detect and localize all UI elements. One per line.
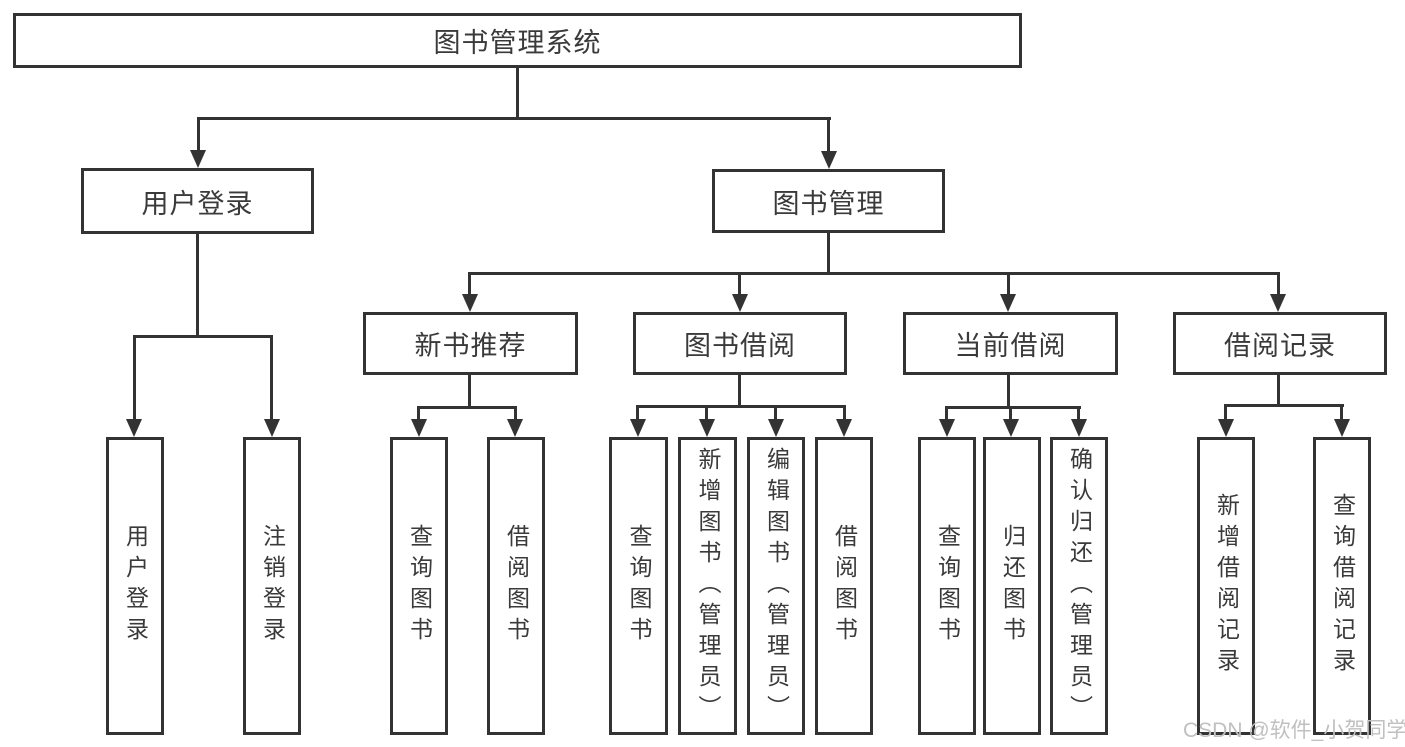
arrow-down-icon bbox=[1003, 419, 1019, 437]
arrow-down-icon bbox=[699, 419, 715, 437]
connector-drop-leaf bbox=[514, 406, 517, 421]
node-label: 查询借阅记录 bbox=[1329, 493, 1356, 679]
connector-book-borrowing-stem bbox=[738, 375, 741, 408]
node-label: 新增图书（管理员） bbox=[695, 446, 721, 726]
connector-current-borrowing-bar bbox=[945, 406, 1081, 409]
leaf-records-add-record: 新增借阅记录 bbox=[1197, 437, 1255, 735]
arrow-down-icon bbox=[1071, 419, 1087, 437]
arrow-down-icon bbox=[1270, 294, 1286, 312]
connector-drop-user-login bbox=[197, 117, 200, 151]
connector-level3-bar bbox=[468, 272, 1280, 275]
connector-drop-login bbox=[133, 335, 136, 420]
leaf-recommend-query-books: 查询图书 bbox=[390, 437, 448, 735]
leaf-records-query-record: 查询借阅记录 bbox=[1313, 437, 1371, 735]
arrow-down-icon bbox=[462, 294, 478, 312]
arrow-down-icon bbox=[1000, 294, 1016, 312]
leaf-borrowing-add-books-admin: 新增图书（管理员） bbox=[678, 437, 737, 735]
node-current-borrowing: 当前借阅 bbox=[903, 312, 1118, 375]
connector-drop-leaf bbox=[1340, 404, 1343, 421]
node-label: 借阅图书 bbox=[831, 524, 858, 648]
connector-book-borrowing-bar bbox=[636, 405, 846, 408]
connector-drop-book-borrowing bbox=[738, 272, 741, 296]
arrow-down-icon bbox=[939, 419, 955, 437]
node-label: 新书推荐 bbox=[414, 331, 527, 361]
connector-user-login-stem bbox=[196, 234, 199, 335]
connector-drop-leaf bbox=[1077, 406, 1080, 421]
arrow-down-icon bbox=[264, 419, 280, 437]
connector-drop-leaf bbox=[417, 406, 420, 421]
arrow-down-icon bbox=[411, 419, 427, 437]
leaf-recommend-borrow-books: 借阅图书 bbox=[487, 437, 545, 735]
node-label: 查询图书 bbox=[406, 524, 433, 648]
node-label: 图书管理 bbox=[772, 188, 885, 219]
arrow-down-icon bbox=[836, 419, 852, 437]
node-book-borrowing: 图书借阅 bbox=[633, 312, 847, 375]
node-label: 编辑图书（管理员） bbox=[763, 446, 790, 726]
arrow-down-icon bbox=[1218, 419, 1234, 437]
arrow-down-icon bbox=[630, 419, 646, 437]
connector-drop-borrowing-records bbox=[1277, 272, 1280, 296]
leaf-current-query-books: 查询图书 bbox=[918, 437, 976, 735]
connector-recommendation-bar bbox=[417, 406, 517, 409]
node-label: 借阅记录 bbox=[1224, 331, 1336, 361]
connector-drop-leaf bbox=[636, 405, 639, 421]
node-user-login: 用户登录 bbox=[81, 168, 314, 234]
leaf-user-login: 用户登录 bbox=[106, 437, 164, 735]
node-label: 新增借阅记录 bbox=[1213, 493, 1240, 679]
leaf-current-return-books: 归还图书 bbox=[983, 437, 1041, 735]
connector-drop-logout bbox=[270, 335, 273, 420]
connector-borrowing-records-bar bbox=[1224, 404, 1344, 407]
watermark: CSDN @软件_小贺同学 bbox=[1183, 719, 1405, 742]
arrow-down-icon bbox=[126, 419, 142, 437]
arrow-down-icon bbox=[507, 419, 523, 437]
arrow-down-icon bbox=[732, 294, 748, 312]
arrow-down-icon bbox=[821, 151, 837, 169]
leaf-logout-login: 注销登录 bbox=[243, 437, 301, 735]
node-label: 借阅图书 bbox=[503, 524, 530, 648]
node-label: 注销登录 bbox=[259, 524, 286, 648]
connector-drop-leaf bbox=[1224, 404, 1227, 421]
leaf-borrowing-borrow-books: 借阅图书 bbox=[815, 437, 873, 735]
leaf-borrowing-edit-books-admin: 编辑图书（管理员） bbox=[747, 437, 805, 735]
connector-level2-bar bbox=[197, 117, 831, 120]
node-new-book-recommendation: 新书推荐 bbox=[363, 312, 578, 375]
connector-drop-leaf bbox=[774, 405, 777, 421]
arrow-down-icon bbox=[1334, 419, 1350, 437]
connector-recommendation-stem bbox=[468, 375, 471, 409]
node-label: 图书管理系统 bbox=[433, 28, 602, 58]
connector-drop-current-borrowing bbox=[1007, 272, 1010, 296]
node-label: 用户登录 bbox=[141, 188, 254, 219]
connector-drop-leaf bbox=[945, 406, 948, 421]
connector-user-login-bar bbox=[133, 335, 273, 338]
connector-drop-leaf bbox=[705, 405, 708, 421]
arrow-down-icon bbox=[190, 150, 206, 168]
connector-borrowing-records-stem bbox=[1277, 375, 1280, 407]
leaf-borrowing-query-books: 查询图书 bbox=[609, 437, 668, 735]
node-borrowing-records: 借阅记录 bbox=[1173, 312, 1387, 375]
node-label: 查询图书 bbox=[626, 524, 652, 648]
node-label: 归还图书 bbox=[999, 524, 1026, 648]
node-label: 查询图书 bbox=[934, 524, 961, 648]
leaf-current-confirm-return-admin: 确认归还（管理员） bbox=[1050, 437, 1108, 735]
arrow-down-icon bbox=[768, 419, 784, 437]
node-book-management: 图书管理 bbox=[712, 169, 945, 233]
node-root: 图书管理系统 bbox=[13, 13, 1022, 68]
node-label: 当前借阅 bbox=[954, 331, 1067, 361]
connector-drop-recommendation bbox=[468, 272, 471, 296]
node-label: 用户登录 bbox=[122, 524, 149, 648]
connector-book-management-stem bbox=[827, 233, 830, 275]
connector-current-borrowing-stem bbox=[1007, 375, 1010, 409]
node-label: 图书借阅 bbox=[684, 331, 796, 361]
connector-drop-leaf bbox=[843, 405, 846, 421]
connector-root-stem bbox=[516, 68, 519, 118]
connector-drop-book-management bbox=[827, 117, 830, 153]
connector-drop-leaf bbox=[1009, 406, 1012, 421]
node-label: 确认归还（管理员） bbox=[1066, 446, 1093, 726]
